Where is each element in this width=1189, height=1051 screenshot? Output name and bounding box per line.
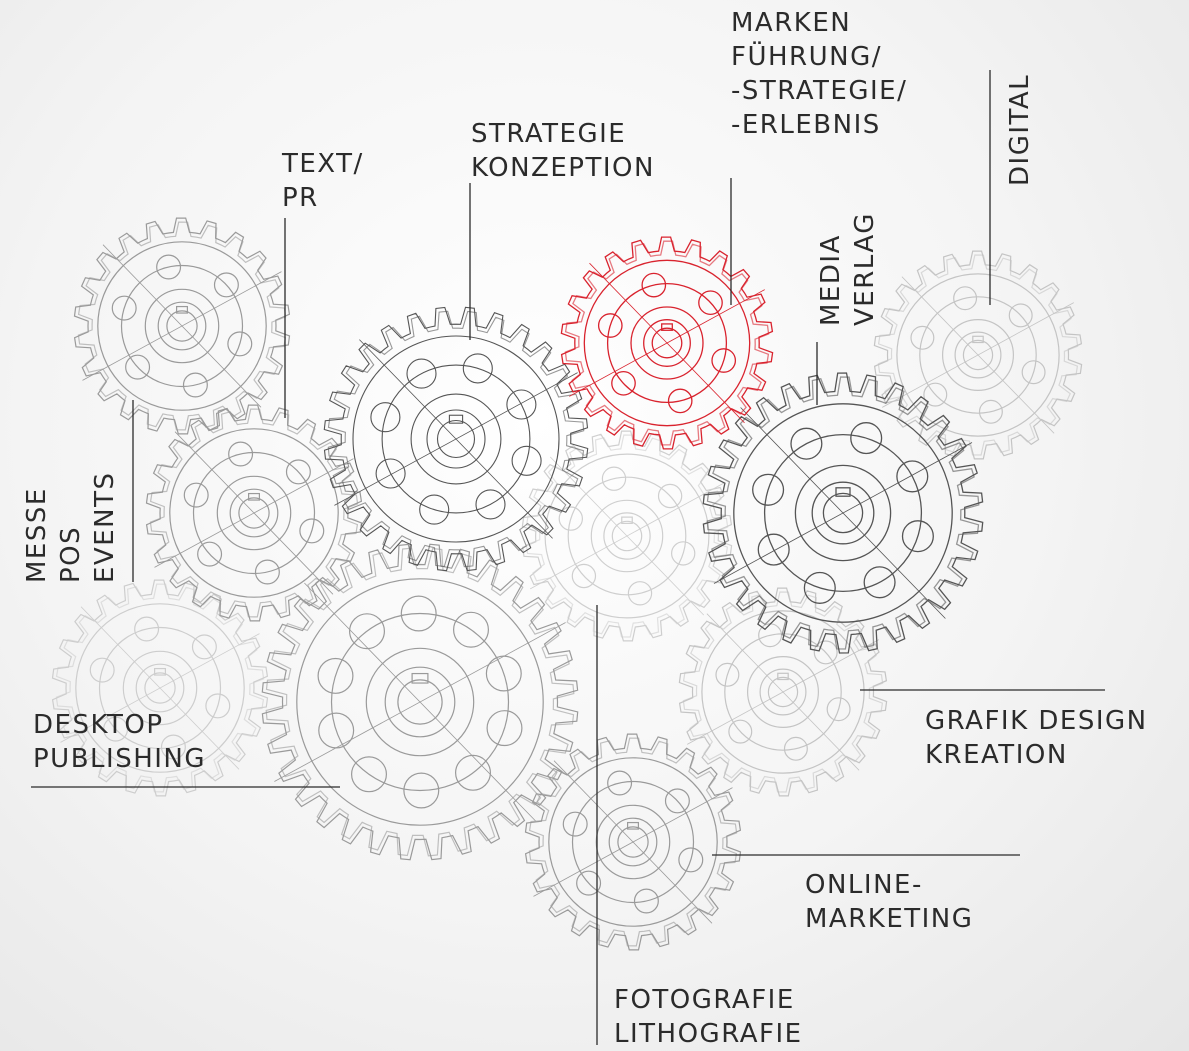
gear-big-bottom <box>261 543 579 861</box>
gear-online <box>524 733 742 951</box>
label-media-line-2: VERLAG <box>850 212 880 326</box>
label-marken-line-1: MARKEN <box>731 8 852 38</box>
label-strategie: STRATEGIE KONZEPTION <box>471 117 655 185</box>
label-media: MEDIA VERLAG <box>814 212 882 326</box>
label-marken: MARKEN FÜHRUNG/ -STRATEGIE/ -ERLEBNIS <box>731 6 907 142</box>
label-digital-line-1: DIGITAL <box>1005 73 1035 186</box>
label-online: ONLINE- MARKETING <box>805 868 973 936</box>
label-marken-line-3: -STRATEGIE/ <box>731 76 908 106</box>
label-desktop-line-1: DESKTOP <box>33 710 164 740</box>
label-desktop-line-2: PUBLISHING <box>33 744 207 774</box>
label-messe-line-2: POS <box>56 525 86 583</box>
label-media-line-1: MEDIA <box>816 234 846 326</box>
gear-digital <box>873 250 1083 460</box>
gear-strategie <box>323 306 589 572</box>
label-grafik: GRAFIK DESIGN KREATION <box>925 704 1148 772</box>
label-grafik-line-1: GRAFIK DESIGN <box>925 706 1148 736</box>
label-strategie-line-1: STRATEGIE <box>471 119 627 149</box>
gear-media <box>702 372 984 654</box>
label-strategie-line-2: KONZEPTION <box>471 153 655 183</box>
label-marken-line-2: FÜHRUNG/ <box>731 42 882 72</box>
gear-center <box>521 430 733 642</box>
label-messe-line-3: EVENTS <box>90 471 120 583</box>
label-fotografie: FOTOGRAFIE LITHOGRAFIE <box>614 983 803 1051</box>
label-fotografie-line-2: LITHOGRAFIE <box>614 1019 803 1049</box>
label-messe: MESSE POS EVENTS <box>20 472 122 583</box>
label-grafik-line-2: KREATION <box>925 740 1068 770</box>
label-online-line-2: MARKETING <box>805 904 974 934</box>
label-desktop: DESKTOP PUBLISHING <box>33 708 206 776</box>
gear-marken <box>560 236 774 450</box>
label-text-pr-line-2: PR <box>282 183 319 213</box>
label-marken-line-4: -ERLEBNIS <box>731 110 881 140</box>
gear-text-pr <box>145 404 363 622</box>
label-fotografie-line-1: FOTOGRAFIE <box>614 985 795 1015</box>
gear-top-left <box>73 217 291 435</box>
gear-desktop <box>51 579 269 797</box>
label-messe-line-1: MESSE <box>22 487 52 583</box>
label-text-pr: TEXT/ PR <box>282 147 364 215</box>
label-digital: DIGITAL <box>1003 74 1037 186</box>
label-online-line-1: ONLINE- <box>805 870 923 900</box>
label-text-pr-line-1: TEXT/ <box>282 149 364 179</box>
